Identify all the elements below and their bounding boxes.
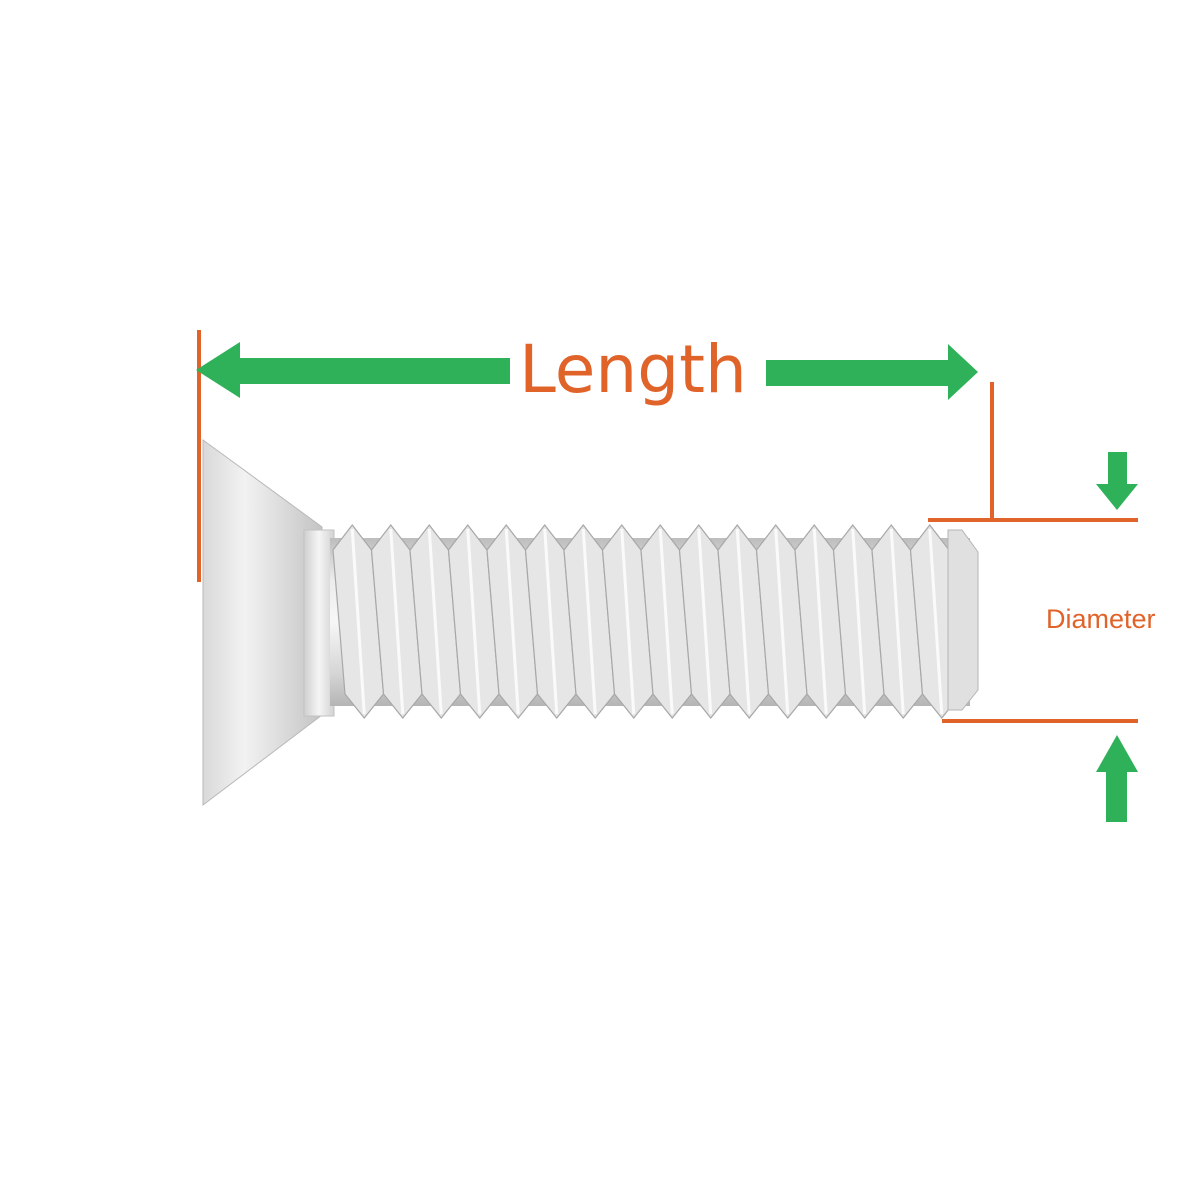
thread-highlight <box>427 528 443 715</box>
screw-illustration <box>202 439 979 807</box>
thread-highlight <box>350 528 366 715</box>
arrow-down-icon <box>1096 452 1138 510</box>
screw-threads <box>332 524 962 719</box>
arrow-left-icon <box>196 342 510 398</box>
thread-highlight <box>851 528 867 715</box>
thread-highlight <box>466 528 482 715</box>
thread-highlight <box>620 528 636 715</box>
length-label: Length <box>519 331 747 408</box>
thread-highlight <box>658 528 674 715</box>
thread-highlight <box>812 528 828 715</box>
thread-highlight <box>889 528 905 715</box>
thread-highlight <box>389 528 405 715</box>
thread-highlight <box>774 528 790 715</box>
thread-highlight <box>543 528 559 715</box>
arrow-right-icon <box>766 344 978 400</box>
thread-highlight <box>504 528 520 715</box>
screw-neck <box>303 529 335 717</box>
thread-highlight <box>581 528 597 715</box>
thread-highlight <box>735 528 751 715</box>
screw-tip <box>947 529 979 711</box>
diameter-label: Diameter <box>1046 604 1156 634</box>
arrow-up-icon <box>1096 735 1138 822</box>
length-dimension: Length <box>196 330 994 582</box>
diameter-dimension: Diameter <box>928 452 1156 822</box>
thread-highlight <box>697 528 713 715</box>
thread-highlight <box>928 528 944 715</box>
